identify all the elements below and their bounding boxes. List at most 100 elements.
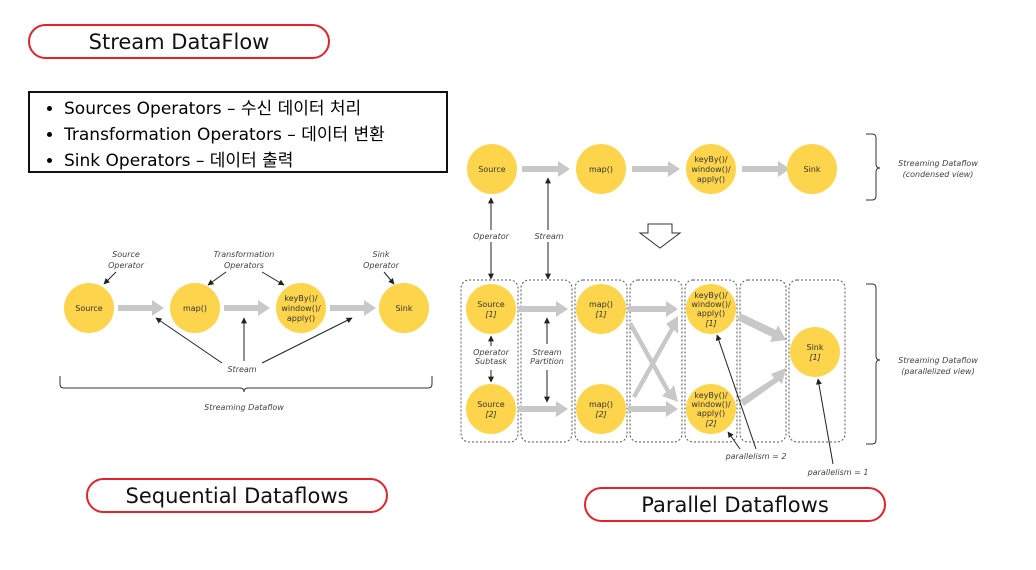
par-c-source-label: Source	[478, 165, 506, 174]
par-p-box-stream	[520, 279, 573, 443]
par-p-map2-node	[576, 384, 626, 434]
seq-stream-label: Stream	[227, 365, 256, 374]
list-item-sources: Sources Operators – 수신 데이터 처리	[64, 96, 446, 122]
seq-sink-node	[379, 283, 429, 333]
par-p-map1-label: map()	[589, 300, 613, 309]
par-p-source2-index: [2]	[485, 410, 496, 419]
par-p-keyby1-label-1: keyBy()/	[694, 291, 727, 300]
par-p-keyby2-index: [2]	[705, 419, 716, 428]
par-p-box-source	[460, 279, 519, 443]
seq-sink-operator-label-1: Sink	[372, 250, 389, 259]
par-operator-subtask-label-2: Subtask	[475, 357, 507, 366]
par-p-box-sink	[788, 279, 846, 443]
par-p-arrow-map1-key1	[628, 301, 678, 317]
seq-keyby-label-2: window()/	[281, 304, 321, 313]
par-c-brace	[866, 133, 881, 201]
seq-source-operator-pointer	[103, 271, 117, 285]
list-item-sink: Sink Operators – 데이터 출력	[64, 148, 446, 174]
par-operator-subtask-label-1: Operator	[473, 348, 510, 357]
par-p-arrow-src1-map1	[518, 301, 568, 317]
par-p-brace	[866, 283, 881, 445]
seq-stream-pointer-3	[261, 317, 353, 364]
par-c-arrow-3	[742, 161, 790, 177]
seq-map-node	[170, 283, 220, 333]
seq-source-operator-label-1: Source	[112, 250, 140, 259]
parallel-condensed: Source map() keyBy()/ window()/ apply() …	[467, 133, 978, 280]
seq-transformation-pointer-1	[207, 271, 227, 286]
par-p-keyby1-label-3: apply()	[697, 309, 725, 318]
parallel-parallelized: Source [1] Source [2] map() [1] map() [2…	[460, 279, 978, 477]
par-p-arrow-src2-map2	[518, 401, 568, 417]
parallel-caption: Parallel Dataflows	[641, 492, 829, 517]
par-p-source2-node	[466, 384, 516, 434]
sequential-dataflows-label: Sequential Dataflows	[86, 478, 388, 513]
seq-streaming-dataflow-label: Streaming Dataflow	[204, 403, 284, 412]
seq-transformation-pointer-2	[261, 271, 285, 286]
par-p-map1-node	[576, 284, 626, 334]
par-c-map-label: map()	[589, 165, 613, 174]
par-p-keyby2-label-1: keyBy()/	[694, 391, 727, 400]
par-p-sink1-node	[790, 327, 840, 377]
par-p-arrow-cross-up	[632, 316, 678, 398]
seq-stream-pointer-1	[155, 317, 223, 364]
par-p-keyby2-node	[686, 384, 736, 434]
seq-keyby-node	[276, 283, 326, 333]
seq-transformation-label-1: Transformation	[214, 250, 275, 259]
par-p-box-stream2	[739, 279, 787, 443]
sequential-caption: Sequential Dataflows	[125, 483, 349, 508]
sequential-dataflow: Source map() keyBy()/ window()/ apply() …	[59, 250, 433, 412]
par-p-keyby1-node	[686, 284, 736, 334]
par-p-map1-index: [1]	[595, 310, 606, 319]
seq-arrow-1	[118, 300, 164, 316]
par-c-sink-label: Sink	[803, 165, 820, 174]
par-p-keyby2-label-2: window()/	[691, 400, 731, 409]
par-p-keyby1-label-2: window()/	[691, 300, 731, 309]
par-c-keyby-node	[686, 144, 736, 194]
seq-arrow-2	[224, 300, 270, 316]
par-c-side-label-1: Streaming Dataflow	[898, 159, 978, 168]
par-p-side-label-2: (parallelized view)	[901, 367, 974, 376]
par-p-box-map	[574, 279, 628, 443]
par-c-map-node	[576, 144, 626, 194]
par-p-keyby2-label-3: apply()	[697, 409, 725, 418]
par-c-sink-node	[787, 144, 837, 194]
par-p-map2-index: [2]	[595, 410, 606, 419]
par-c-arrow-2	[632, 161, 680, 177]
par-c-source-node	[467, 144, 517, 194]
par-p-source2-label: Source	[477, 400, 505, 409]
par-c-arrow-1	[522, 161, 570, 177]
seq-transformation-label-2: Operators	[224, 261, 264, 270]
par-c-keyby-label-1: keyBy()/	[694, 155, 727, 164]
par-stream-partition-label-2: Partition	[530, 357, 564, 366]
par-parallelism1-pointer	[815, 378, 834, 465]
par-p-side-label-1: Streaming Dataflow	[898, 356, 978, 365]
par-c-side-label-2: (condensed view)	[903, 170, 974, 179]
par-parallelism1-label: parallelism = 1	[807, 468, 869, 477]
seq-source-node	[64, 283, 114, 333]
seq-arrow-3	[330, 300, 376, 316]
par-p-arrow-key2-sink	[740, 368, 786, 406]
par-stream-label: Stream	[534, 232, 563, 241]
seq-sink-operator-label-2: Operator	[363, 261, 400, 270]
title-text: Stream DataFlow	[88, 29, 270, 54]
par-p-source1-index: [1]	[485, 310, 496, 319]
operators-list-box: Sources Operators – 수신 데이터 처리 Transforma…	[28, 91, 448, 173]
par-p-box-keyby	[684, 279, 738, 443]
seq-map-label: map()	[183, 304, 207, 313]
par-c-keyby-label-2: window()/	[691, 165, 731, 174]
par-p-source1-label: Source	[477, 300, 505, 309]
par-p-box-shuffle	[629, 279, 683, 443]
seq-keyby-label-1: keyBy()/	[284, 294, 317, 303]
seq-sink-operator-pointer	[383, 271, 395, 285]
par-parallelism2-label: parallelism = 2	[725, 452, 787, 461]
par-p-arrow-map2-key2	[628, 401, 678, 417]
transform-down-arrow	[638, 223, 682, 249]
title-label: Stream DataFlow	[28, 24, 330, 59]
par-p-source1-node	[466, 284, 516, 334]
par-p-map2-label: map()	[589, 400, 613, 409]
seq-keyby-label-3: apply()	[287, 314, 315, 323]
seq-brace	[59, 376, 433, 393]
par-stream-partition-label-1: Stream	[532, 348, 561, 357]
parallel-dataflows-label: Parallel Dataflows	[584, 487, 886, 522]
